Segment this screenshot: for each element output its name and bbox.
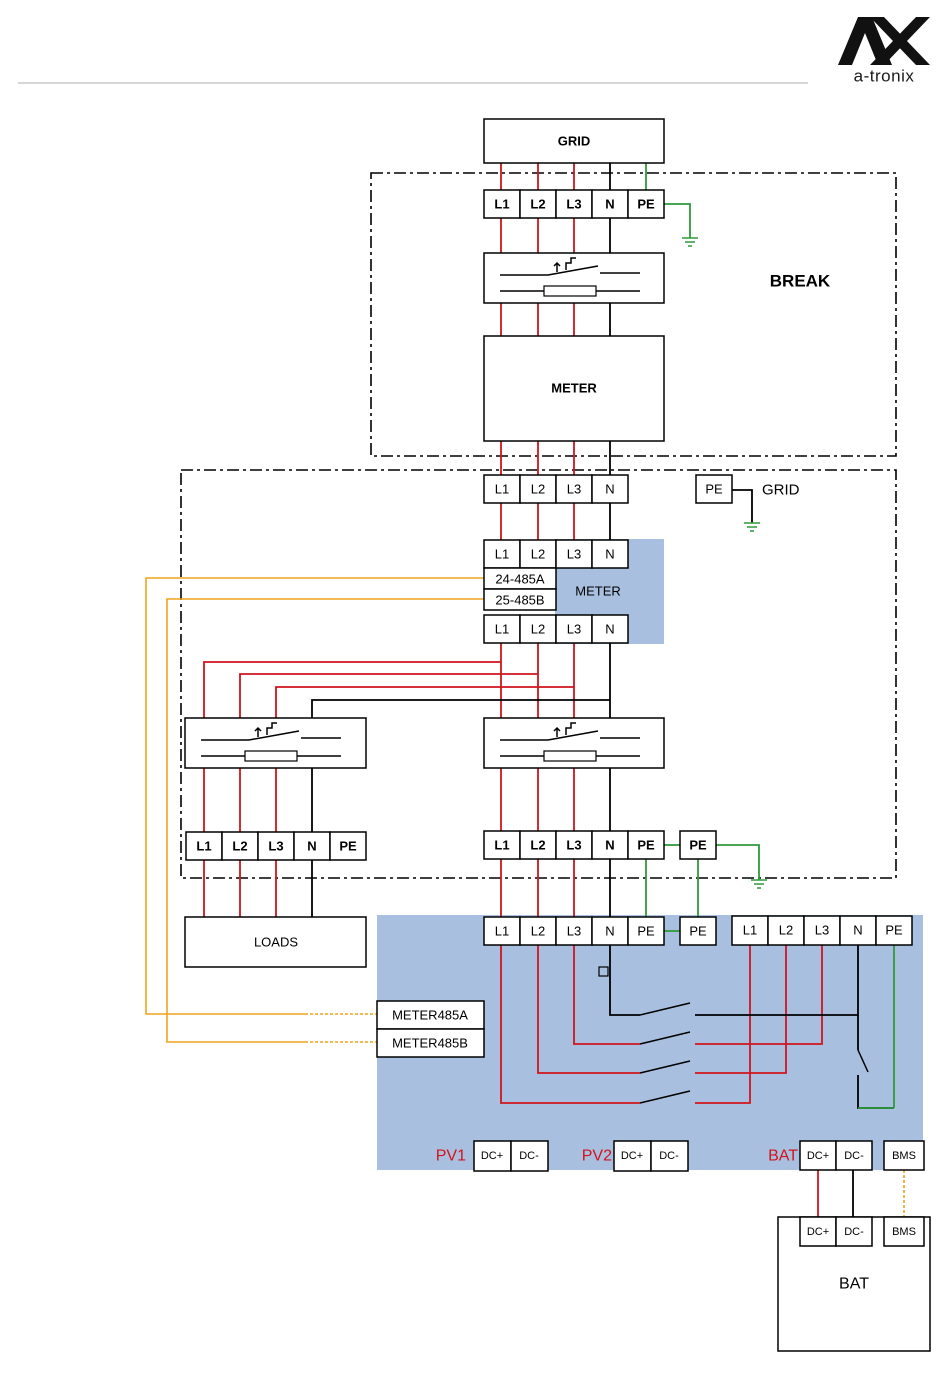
terminal-label: L2 bbox=[531, 482, 545, 497]
inverter-bat-plus-label: DC+ bbox=[807, 1150, 829, 1162]
rs485-terminal-label: 24-485A bbox=[495, 572, 544, 587]
terminal-label: L2 bbox=[779, 923, 793, 938]
terminal-label: N bbox=[605, 838, 614, 853]
pv2-minus-label: DC- bbox=[659, 1150, 679, 1162]
meter485b-label: METER485B bbox=[392, 1036, 468, 1051]
terminal-label: N bbox=[605, 547, 614, 562]
pe-grid-label: GRID bbox=[762, 482, 800, 499]
inverter-grid-terminals: L1 L2 L3 N PE bbox=[484, 917, 664, 945]
terminal-label: L3 bbox=[566, 838, 581, 853]
ground-icon bbox=[744, 523, 760, 531]
rs485-terminal-label: 25-485B bbox=[495, 593, 544, 608]
terminal-label: L1 bbox=[495, 924, 509, 939]
terminal-label: L1 bbox=[495, 622, 509, 637]
mid-terminal-block: L1 L2 L3 N bbox=[484, 475, 628, 503]
grid-out-terminal-block: L1 L2 L3 N PE bbox=[484, 831, 664, 859]
ground-icon bbox=[751, 880, 767, 888]
inverter-bms-label: BMS bbox=[892, 1150, 916, 1162]
terminal-label: L2 bbox=[531, 924, 545, 939]
terminal-label: L1 bbox=[494, 197, 509, 212]
terminal-label: PE bbox=[885, 923, 903, 938]
smart-meter-label: METER bbox=[575, 584, 621, 599]
inverter-bat-minus-label: DC- bbox=[844, 1150, 864, 1162]
main-breaker bbox=[484, 253, 664, 303]
battery-plus-label: DC+ bbox=[807, 1226, 829, 1238]
terminal-label: N bbox=[605, 482, 614, 497]
battery-minus-label: DC- bbox=[844, 1226, 864, 1238]
load-terminal-block: L1 L2 L3 N PE bbox=[186, 832, 366, 860]
pv2-plus-label: DC+ bbox=[621, 1150, 643, 1162]
pv1-label: PV1 bbox=[436, 1148, 466, 1165]
terminal-label: L3 bbox=[567, 622, 581, 637]
company-logo: a-tronix bbox=[838, 17, 930, 86]
terminal-label: N bbox=[605, 622, 614, 637]
ground-icon bbox=[682, 238, 698, 246]
battery-label: BAT bbox=[839, 1276, 869, 1293]
terminal-label: L2 bbox=[530, 838, 545, 853]
terminal-label: L1 bbox=[743, 923, 757, 938]
break-label: BREAK bbox=[770, 272, 831, 291]
pe-extra-terminal-label: PE bbox=[689, 838, 707, 853]
terminal-label: L3 bbox=[268, 839, 283, 854]
terminal-label: L1 bbox=[495, 547, 509, 562]
terminal-label: PE bbox=[637, 924, 655, 939]
terminal-label: L3 bbox=[566, 197, 581, 212]
grid-breaker bbox=[484, 718, 664, 768]
grid-terminal-block: L1 L2 L3 N PE bbox=[484, 190, 664, 218]
terminal-label: L3 bbox=[567, 547, 581, 562]
main-meter-label: METER bbox=[551, 381, 597, 396]
terminal-label: L3 bbox=[815, 923, 829, 938]
logo-mark-icon bbox=[838, 17, 930, 65]
terminal-label: L3 bbox=[567, 482, 581, 497]
inverter-bat-label: BAT bbox=[768, 1148, 798, 1165]
terminal-label: L3 bbox=[567, 924, 581, 939]
terminal-label: PE bbox=[339, 839, 357, 854]
terminal-label: L1 bbox=[196, 839, 211, 854]
terminal-label: PE bbox=[637, 838, 655, 853]
terminal-label: L2 bbox=[232, 839, 247, 854]
inverter-pe-terminal-label: PE bbox=[689, 924, 707, 939]
terminal-label: N bbox=[605, 197, 614, 212]
terminal-label: L2 bbox=[530, 197, 545, 212]
terminal-label: L2 bbox=[531, 622, 545, 637]
meter485a-label: METER485A bbox=[392, 1008, 468, 1023]
inverter-backup-terminals: L1 L2 L3 N PE bbox=[732, 916, 912, 945]
pv1-plus-label: DC+ bbox=[481, 1150, 503, 1162]
battery-bms-label: BMS bbox=[892, 1226, 916, 1238]
load-breaker bbox=[185, 718, 366, 768]
terminal-label: L1 bbox=[494, 838, 509, 853]
pv1-minus-label: DC- bbox=[519, 1150, 539, 1162]
terminal-label: L1 bbox=[495, 482, 509, 497]
terminal-label: L2 bbox=[531, 547, 545, 562]
terminal-label: N bbox=[853, 923, 862, 938]
loads-label: LOADS bbox=[254, 935, 298, 950]
terminal-label: N bbox=[307, 839, 316, 854]
terminal-label: N bbox=[605, 924, 614, 939]
terminal-label: PE bbox=[637, 197, 655, 212]
pe-grid-terminal-label: PE bbox=[705, 482, 723, 497]
pv2-label: PV2 bbox=[582, 1148, 612, 1165]
grid-source-label: GRID bbox=[558, 134, 591, 149]
smart-meter: L1 L2 L3 N 24-485A 25-485B METER L1 L2 L… bbox=[484, 540, 628, 643]
logo-wordmark: a-tronix bbox=[854, 67, 915, 86]
